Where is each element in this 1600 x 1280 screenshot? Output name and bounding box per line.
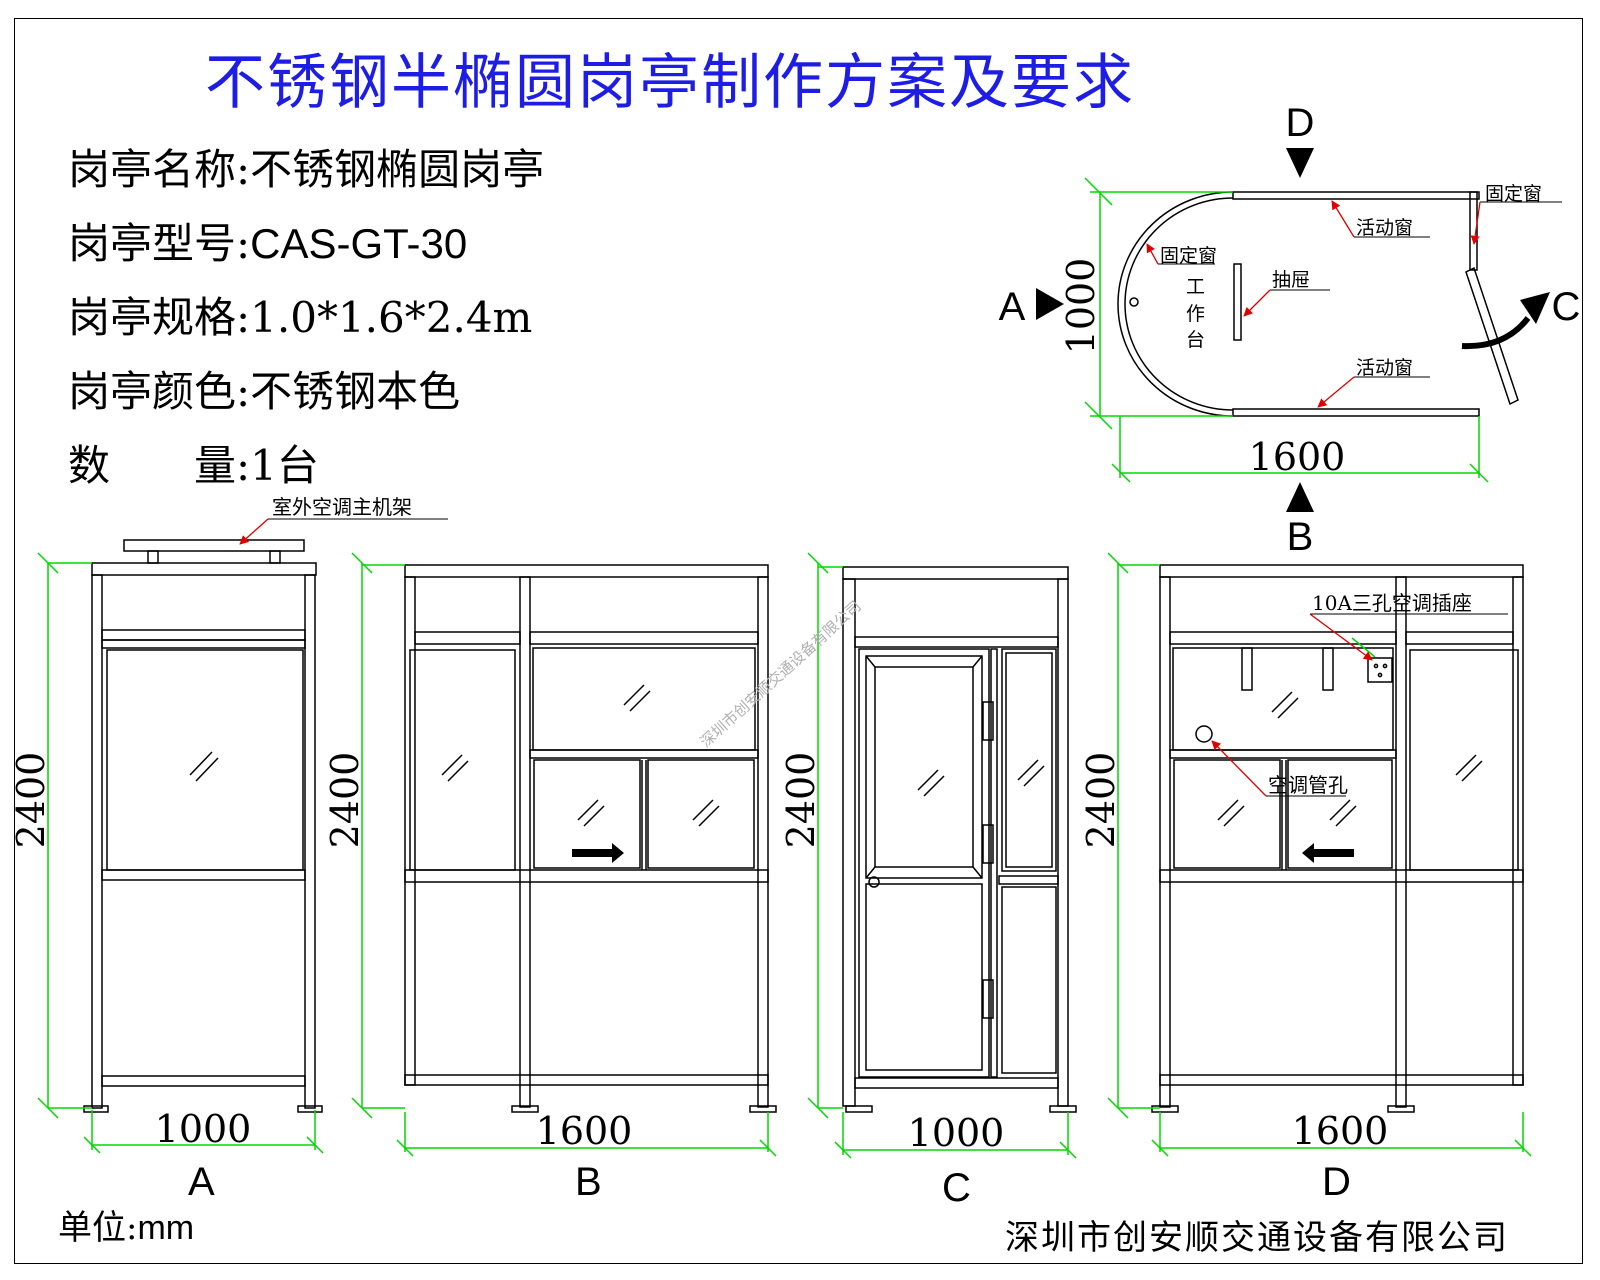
elevation-c-door-glass	[874, 666, 974, 868]
view-marker-b: B	[1287, 515, 1314, 559]
elevation-b-width-dim: 1600	[536, 1109, 633, 1153]
label-drawer: 抽屉	[1272, 269, 1310, 291]
label-ac-rack: 室外空调主机架	[272, 495, 412, 519]
label-ac-socket: 10A三孔空调插座	[1312, 591, 1472, 615]
elevation-d-slide-arrow	[1302, 843, 1354, 863]
elevation-d-sliding-window-left	[1173, 759, 1281, 869]
spec-size-label: 岗亭规格:	[68, 293, 251, 342]
spec-quantity-label: 数 量:	[68, 441, 251, 490]
view-marker-d-arrow	[1286, 148, 1314, 178]
label-fixed-window-left: 固定窗	[1160, 245, 1217, 267]
elevation-c-door	[858, 648, 990, 1078]
spec-color-value: 不锈钢本色	[250, 367, 461, 416]
elevation-b-left-window	[409, 649, 516, 871]
elevation-a-height-dim: 2400	[9, 752, 53, 849]
elevation-d-sliding-window-right	[1287, 759, 1393, 869]
elevation-b-sliding-window-left	[533, 759, 641, 869]
elevation-d	[1151, 564, 1524, 1113]
plan-width-dim: 1600	[1249, 435, 1346, 479]
unit-note: 单位:mm	[58, 1200, 194, 1249]
door-swing-arrow	[1461, 316, 1531, 350]
spec-color-label: 岗亭颜色:	[68, 367, 251, 416]
spec-model: 岗亭型号:CAS-GT-30	[68, 210, 467, 271]
view-label-a: A	[188, 1160, 215, 1204]
spec-model-label: 岗亭型号:	[68, 219, 251, 268]
label-workbench-3: 台	[1186, 329, 1205, 351]
page-title: 不锈钢半椭圆岗亭制作方案及要求	[205, 48, 1135, 118]
unit-value: mm	[137, 1209, 195, 1247]
label-fixed-window-right: 固定窗	[1485, 183, 1542, 205]
label-sliding-window-bottom: 活动窗	[1356, 357, 1413, 379]
spec-name-value: 不锈钢椭圆岗亭	[250, 145, 545, 194]
door-hinge	[982, 701, 994, 741]
elevation-c-width-dim: 1000	[908, 1111, 1005, 1155]
ac-rack	[123, 539, 305, 552]
plan-right-fixed-window	[1469, 191, 1478, 271]
plan-view	[1117, 191, 1519, 417]
label-workbench-2: 作	[1186, 303, 1205, 325]
unit-label: 单位:	[58, 1208, 138, 1248]
plan-top-wall	[1232, 191, 1480, 200]
spec-color: 岗亭颜色:不锈钢本色	[68, 358, 460, 419]
spec-size-value: 1.0*1.6*2.4m	[250, 293, 533, 342]
spec-name-label: 岗亭名称:	[68, 145, 251, 194]
view-marker-a: A	[999, 285, 1026, 329]
company-name: 深圳市创安顺交通设备有限公司	[1005, 1218, 1509, 1258]
spec-name: 岗亭名称:不锈钢椭圆岗亭	[68, 136, 544, 197]
spec-quantity-value: 1台	[250, 441, 319, 490]
elevation-b-height-dim: 2400	[323, 752, 367, 849]
door-lock	[868, 876, 880, 888]
view-marker-a-arrow	[1036, 288, 1064, 320]
drawing-frame	[14, 18, 1583, 1264]
elevation-d-width-dim: 1600	[1292, 1109, 1389, 1153]
ac-socket	[1367, 657, 1393, 683]
view-marker-c: C	[1552, 285, 1581, 329]
view-label-c: C	[942, 1166, 971, 1210]
spec-quantity: 数 量:1台	[68, 432, 319, 493]
elevation-b-sliding-window-right	[647, 759, 755, 869]
plan-curved-wall	[1117, 191, 1234, 417]
view-marker-d: D	[1286, 101, 1315, 145]
elevation-a-width-dim: 1000	[155, 1107, 252, 1151]
plan-door-leaf	[1465, 266, 1519, 406]
view-marker-b-arrow	[1286, 482, 1314, 512]
plan-dimensions	[1084, 177, 1489, 483]
elevation-d-upper-window	[1172, 647, 1394, 751]
view-label-b: B	[575, 1160, 602, 1204]
label-workbench-1: 工	[1186, 276, 1205, 298]
watermark: 深圳市创安顺交通设备有限公司	[697, 597, 865, 751]
spec-size: 岗亭规格:1.0*1.6*2.4m	[68, 284, 532, 345]
plan-bottom-wall	[1232, 408, 1480, 417]
label-sliding-window-top: 活动窗	[1356, 217, 1413, 239]
elevation-a	[83, 539, 323, 1113]
elevation-b	[404, 564, 777, 1113]
elevation-b-slide-arrow	[572, 843, 624, 863]
elevation-d-right-window	[1409, 649, 1519, 871]
plan-depth-dim: 1000	[1059, 258, 1103, 355]
elevation-c-height-dim: 2400	[779, 752, 823, 849]
label-ac-pipe-hole: 空调管孔	[1268, 773, 1348, 797]
ac-pipe-hole	[1195, 725, 1213, 743]
elevation-d-height-dim: 2400	[1079, 752, 1123, 849]
elevation-c	[842, 566, 1077, 1113]
elevation-c-side-window	[1001, 648, 1057, 872]
view-label-d: D	[1322, 1160, 1351, 1204]
plan-drawer	[1233, 263, 1242, 341]
spec-model-value: CAS-GT-30	[250, 220, 468, 267]
